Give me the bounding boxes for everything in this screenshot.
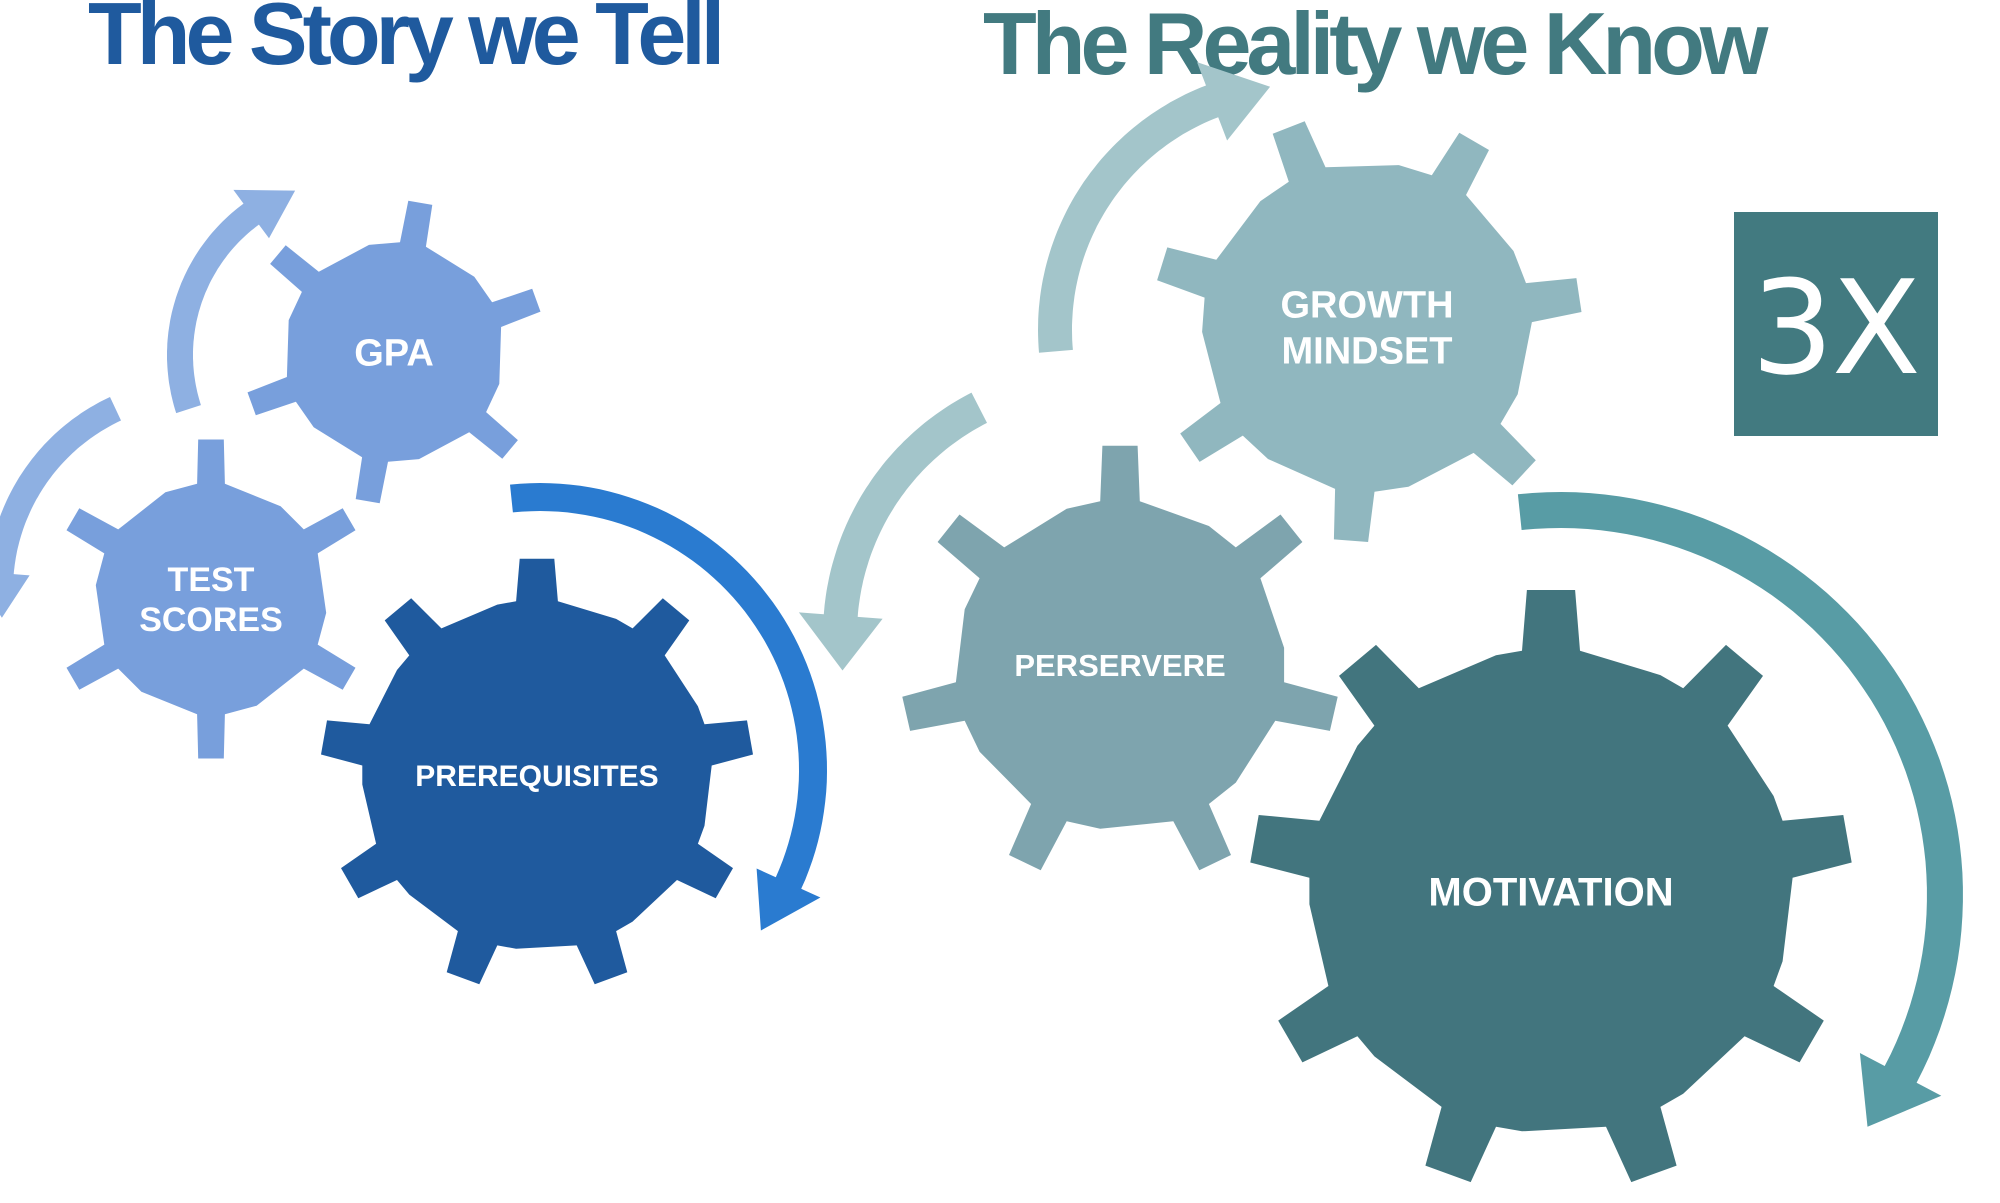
gear-icon <box>66 439 356 759</box>
gear-icon <box>902 445 1338 871</box>
gear-motivation: MOTIVATION <box>1250 590 1852 1183</box>
gear-label-growth-mindset: MINDSET <box>1282 331 1453 373</box>
gear-label-growth-mindset: GROWTH <box>1280 285 1453 327</box>
gear-icon <box>321 558 753 985</box>
right-title: The Reality we Know <box>983 0 1769 93</box>
gear-icon <box>1250 590 1852 1183</box>
left-title: The Story we Tell <box>88 0 720 83</box>
arrow-gpa-icon <box>167 189 296 414</box>
gear-label-test-scores: TEST <box>168 561 255 599</box>
badge-3x: 3X <box>1734 212 1938 436</box>
gear-gpa: GPA <box>247 200 541 504</box>
arrow-perservere-icon <box>798 392 987 671</box>
gear-label-perservere: PERSERVERE <box>1014 648 1225 683</box>
gear-prerequisites: PREREQUISITES <box>321 558 753 985</box>
gear-perservere: PERSERVERE <box>902 445 1338 871</box>
arrow-prerequisites-icon <box>510 483 827 931</box>
badge-box <box>1734 212 1938 436</box>
arrow-growth-mindset-icon <box>1038 62 1271 353</box>
gear-icon <box>247 200 541 504</box>
gear-label-motivation: MOTIVATION <box>1428 870 1673 914</box>
gear-label-prerequisites: PREREQUISITES <box>415 760 658 793</box>
arrow-motivation-icon <box>1517 492 1963 1127</box>
gear-icon <box>1157 121 1582 542</box>
badge-label: 3X <box>1751 252 1919 404</box>
arrow-test-scores-icon <box>0 397 121 618</box>
gear-label-test-scores: SCORES <box>139 601 283 639</box>
rotation-arrows <box>0 62 1963 1127</box>
gear-label-gpa: GPA <box>354 333 434 375</box>
